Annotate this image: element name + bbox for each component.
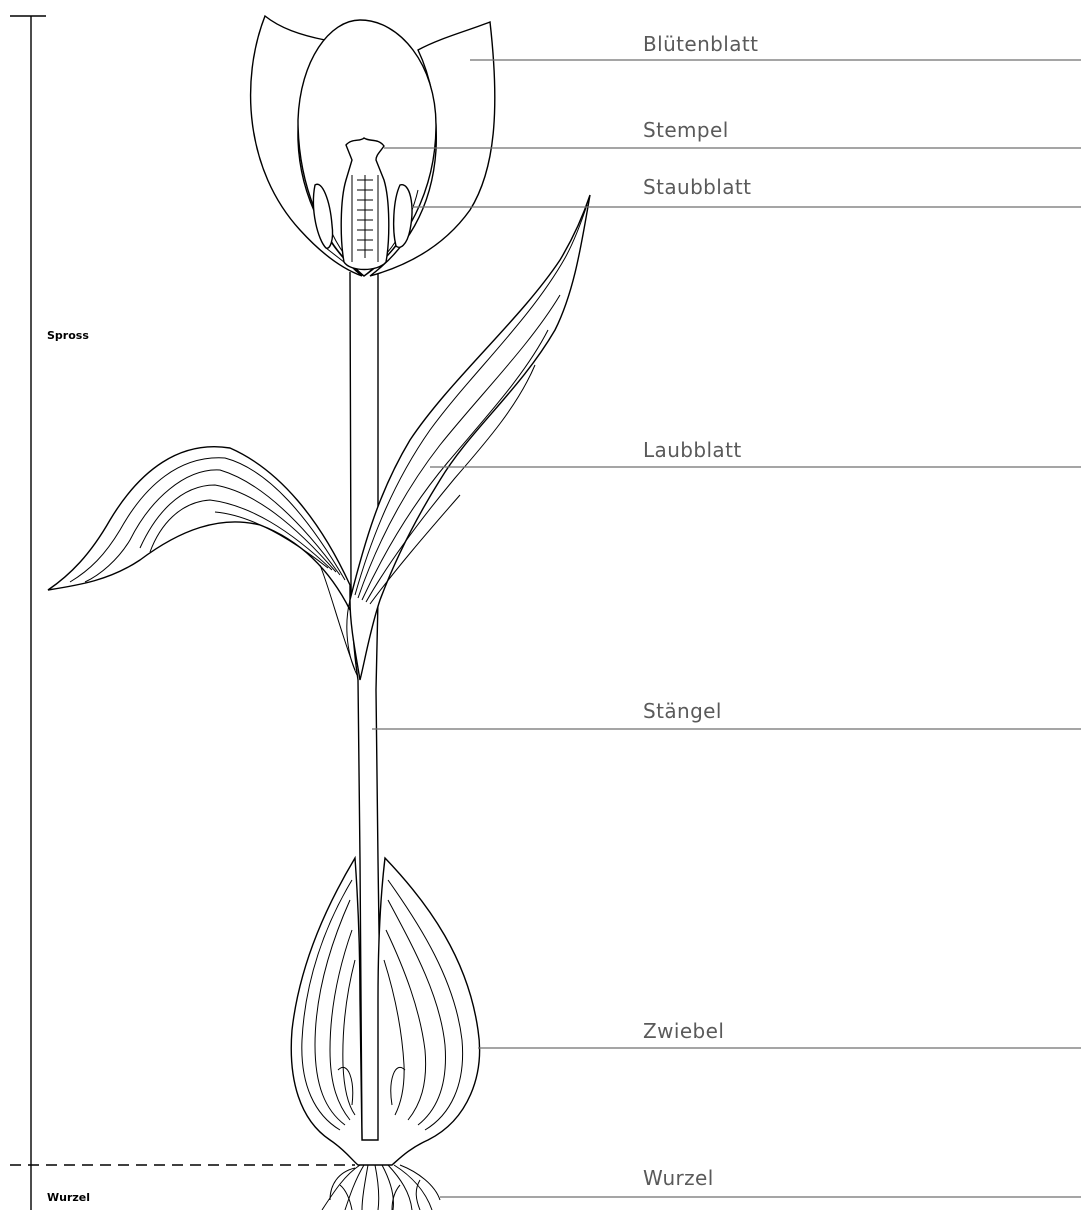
bulb: [291, 858, 479, 1165]
label-staengel: Stängel: [643, 699, 722, 723]
roots: [322, 1165, 440, 1210]
tulip-flower: [251, 16, 495, 276]
label-laubblatt: Laubblatt: [643, 438, 742, 462]
label-bluetenblatt: Blütenblatt: [643, 32, 758, 56]
label-wurzel: Wurzel: [643, 1166, 714, 1190]
spross-label: Spross: [47, 329, 89, 342]
label-staubblatt: Staubblatt: [643, 175, 751, 199]
part-labels: Blütenblatt Stempel Staubblatt Laubblatt…: [643, 32, 758, 1190]
leader-lines: [372, 60, 1081, 1197]
wurzel-side-label: Wurzel: [47, 1191, 90, 1204]
label-zwiebel: Zwiebel: [643, 1019, 724, 1043]
leaf-left: [48, 447, 350, 610]
label-stempel: Stempel: [643, 118, 729, 142]
